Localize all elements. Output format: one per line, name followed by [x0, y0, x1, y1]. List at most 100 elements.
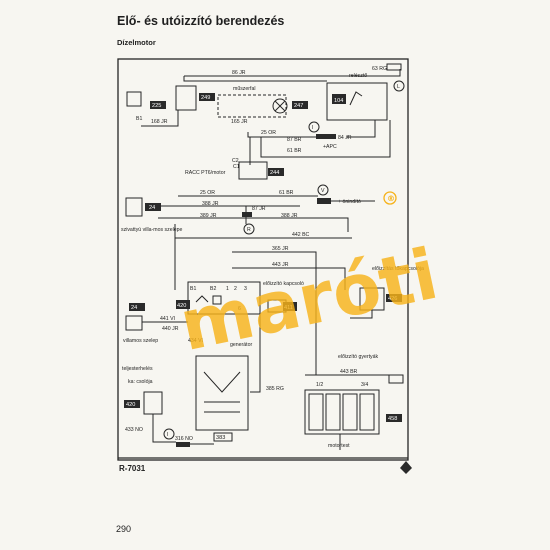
wire-label-86: 86 JR — [232, 70, 246, 76]
wire-top-main — [184, 69, 401, 77]
label-szivattyu: szivattyú villa-mos szelepe — [121, 227, 183, 233]
component-244-tag: 244 — [270, 170, 279, 176]
wire-label-87: 87 BR — [287, 137, 302, 143]
wire-label-433: 433 NO — [125, 427, 143, 433]
wire-label-388: 388 JR — [202, 201, 219, 207]
connector-87 — [242, 212, 252, 217]
wire-label-443b: 443 BR — [340, 369, 358, 375]
wire-label-389: 389 JR — [200, 213, 217, 219]
wire-385 — [250, 314, 261, 393]
glow-plug-3 — [342, 393, 358, 431]
indicator-ground-label: I — [167, 432, 168, 438]
glow-plug-bank — [304, 389, 380, 435]
wire-label-168: 168 JR — [151, 119, 168, 125]
component-458-tag: 458 — [388, 416, 397, 422]
component-225-tag: 225 — [152, 103, 161, 109]
wire-label-165: 165 JR — [231, 119, 248, 125]
indicator-i — [308, 121, 320, 133]
solenoid-valve-symbol — [125, 315, 143, 331]
indicator-v-label: V — [321, 188, 325, 194]
wire-84 — [346, 120, 376, 138]
wire-86 — [183, 76, 327, 82]
component-420-tag-bg — [176, 300, 190, 309]
wire-label-25b: 25 OR — [200, 190, 215, 196]
wire-label-87b: 87 JR — [252, 206, 266, 212]
component-249-box — [175, 85, 197, 111]
figure-ref: R-7031 — [119, 464, 146, 473]
label-kapcsolo: ka: csolója — [128, 379, 153, 385]
plug-group-12: 1/2 — [316, 382, 323, 388]
label-racc: RACC PT6/motor — [185, 170, 226, 176]
pin-3: 3 — [244, 286, 247, 292]
wire-25a — [247, 132, 318, 138]
connector-63rg — [386, 63, 402, 71]
component-104-tag: 104 — [334, 98, 343, 104]
component-244-tag-bg — [268, 168, 284, 176]
component-247-tag-bg — [292, 101, 308, 109]
component-225-tag-bg — [150, 101, 166, 109]
component-426-tag: 426 — [388, 296, 397, 302]
label-elozizzito-kapcsolo: előizzító kapcsoló — [263, 281, 304, 287]
page-subtitle: Dízelmotor — [117, 38, 156, 47]
indicator-r-label: R — [247, 227, 251, 233]
component-104-tag-bg — [332, 94, 346, 104]
diagram-frame — [117, 58, 409, 461]
pin-b1-225: B1 — [136, 116, 142, 122]
relay-indicator-icon — [393, 80, 405, 92]
pin-b2: B2 — [210, 286, 216, 292]
wire-label-440: 440 JR — [162, 326, 179, 332]
wire-168 — [141, 108, 179, 127]
relay-switch-icon — [349, 91, 363, 106]
connector-onindito — [317, 198, 331, 204]
wire-label-61b: 61 BR — [279, 190, 294, 196]
page-number: 290 — [116, 524, 132, 534]
wire-label-434: 434 VI — [188, 338, 203, 344]
label-teljesterheles: teljesterhelés — [122, 366, 153, 372]
generator-box — [195, 355, 249, 431]
wire-443 — [232, 267, 346, 290]
pin-6: 6 — [238, 306, 241, 312]
glow-plug-2 — [325, 393, 341, 431]
component-420b-tag: 420 — [126, 402, 135, 408]
label-apc: +APC — [323, 144, 337, 150]
component-247-tag: 247 — [294, 103, 303, 109]
relay-pin-l: L — [397, 84, 400, 90]
component-24-tag-bg — [145, 203, 161, 211]
wire-433 — [152, 414, 176, 443]
wire-label-365: 365 JR — [272, 246, 289, 252]
label-elozizzito-gyertyak: előizzító gyertyák — [338, 354, 378, 360]
indicator-ground — [163, 428, 175, 440]
wire-label-441: 441 VI — [160, 316, 175, 322]
indicator-r — [243, 223, 255, 235]
component-411-tag: 411 — [284, 305, 293, 311]
lamp-cross-b — [274, 100, 286, 112]
label-muszerfal: műszerfal — [233, 86, 256, 92]
relay-contact-icon — [212, 295, 222, 305]
pin-b1: B1 — [190, 286, 196, 292]
connector-apc — [316, 134, 336, 139]
wire-61 — [260, 120, 391, 158]
component-383-box — [213, 432, 233, 442]
component-420b-tag-bg — [124, 400, 140, 408]
pin-c2: C2 — [232, 158, 239, 164]
component-villamos-tag: 24 — [131, 305, 137, 311]
component-458-tag-bg — [386, 414, 402, 422]
watermark: maróti — [173, 233, 445, 367]
component-249-tag-bg — [199, 93, 215, 101]
label-onindito: + önindító — [338, 199, 361, 205]
component-411-tag-bg — [283, 302, 297, 311]
component-villamos-tag-bg — [129, 303, 145, 311]
registered-mark-icon — [383, 191, 397, 205]
pump-valve-symbol — [125, 197, 143, 217]
component-426-tag-bg — [386, 294, 402, 302]
wire-365 — [232, 251, 317, 375]
label-elozizzitas-tokapcsoloja: előizzítás tőkapcsolója — [372, 266, 424, 272]
indicator-v — [317, 184, 329, 196]
full-load-switch — [143, 391, 163, 415]
wire-label-388b: 388 JR — [281, 213, 298, 219]
glow-plug-icon — [388, 374, 404, 384]
lamp-icon — [272, 98, 288, 114]
wire-label-25a: 25 OR — [261, 130, 276, 136]
